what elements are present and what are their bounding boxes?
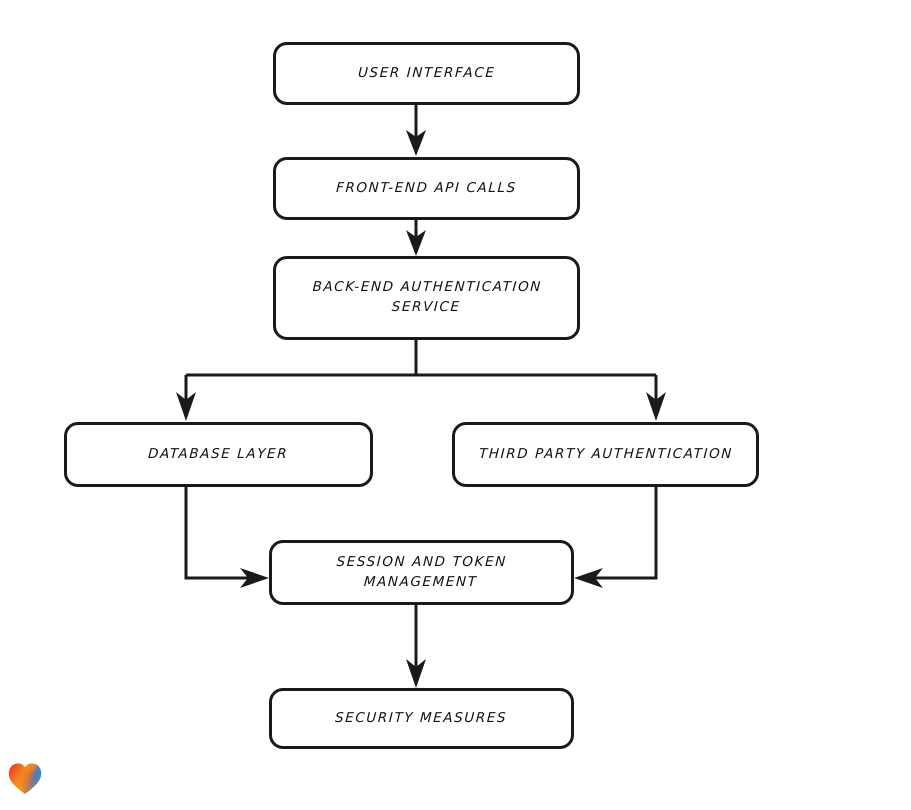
node-database-layer-label: Database Layer [148, 445, 290, 462]
edge-bus-to-third-party-auth [646, 375, 666, 421]
edge-bus-to-database-layer [176, 375, 196, 421]
node-security-measures[interactable]: Security Measures [269, 688, 574, 749]
node-third-party-auth-label: Third Party Authentication [478, 445, 733, 462]
node-user-interface-label: User Interface [357, 64, 496, 81]
edge-back-end-auth-service-split-bus [186, 340, 656, 377]
node-back-end-auth-service[interactable]: Back-End Authentication Service [273, 256, 580, 340]
edge-user-interface-to-front-end-api-calls [406, 105, 426, 156]
node-back-end-auth-service-label: Back-End Authentication Service [311, 279, 543, 315]
node-database-layer[interactable]: Database Layer [64, 422, 373, 487]
node-session-token-mgmt[interactable]: Session and Token Management [269, 540, 574, 605]
node-front-end-api-calls-label: Front-End API Calls [335, 179, 518, 196]
edge-third-party-auth-to-session-token-mgmt [574, 487, 658, 588]
node-session-token-mgmt-label: Session and Token Management [336, 553, 508, 590]
node-third-party-auth[interactable]: Third Party Authentication [452, 422, 759, 487]
heart-icon [8, 763, 42, 794]
edge-session-token-mgmt-to-security-measures [406, 605, 426, 688]
node-user-interface[interactable]: User Interface [273, 42, 580, 105]
node-security-measures-label: Security Measures [335, 709, 509, 726]
node-front-end-api-calls[interactable]: Front-End API Calls [273, 157, 580, 220]
edge-front-end-api-calls-to-back-end-auth-service [406, 220, 426, 256]
edge-database-layer-to-session-token-mgmt [184, 487, 269, 588]
